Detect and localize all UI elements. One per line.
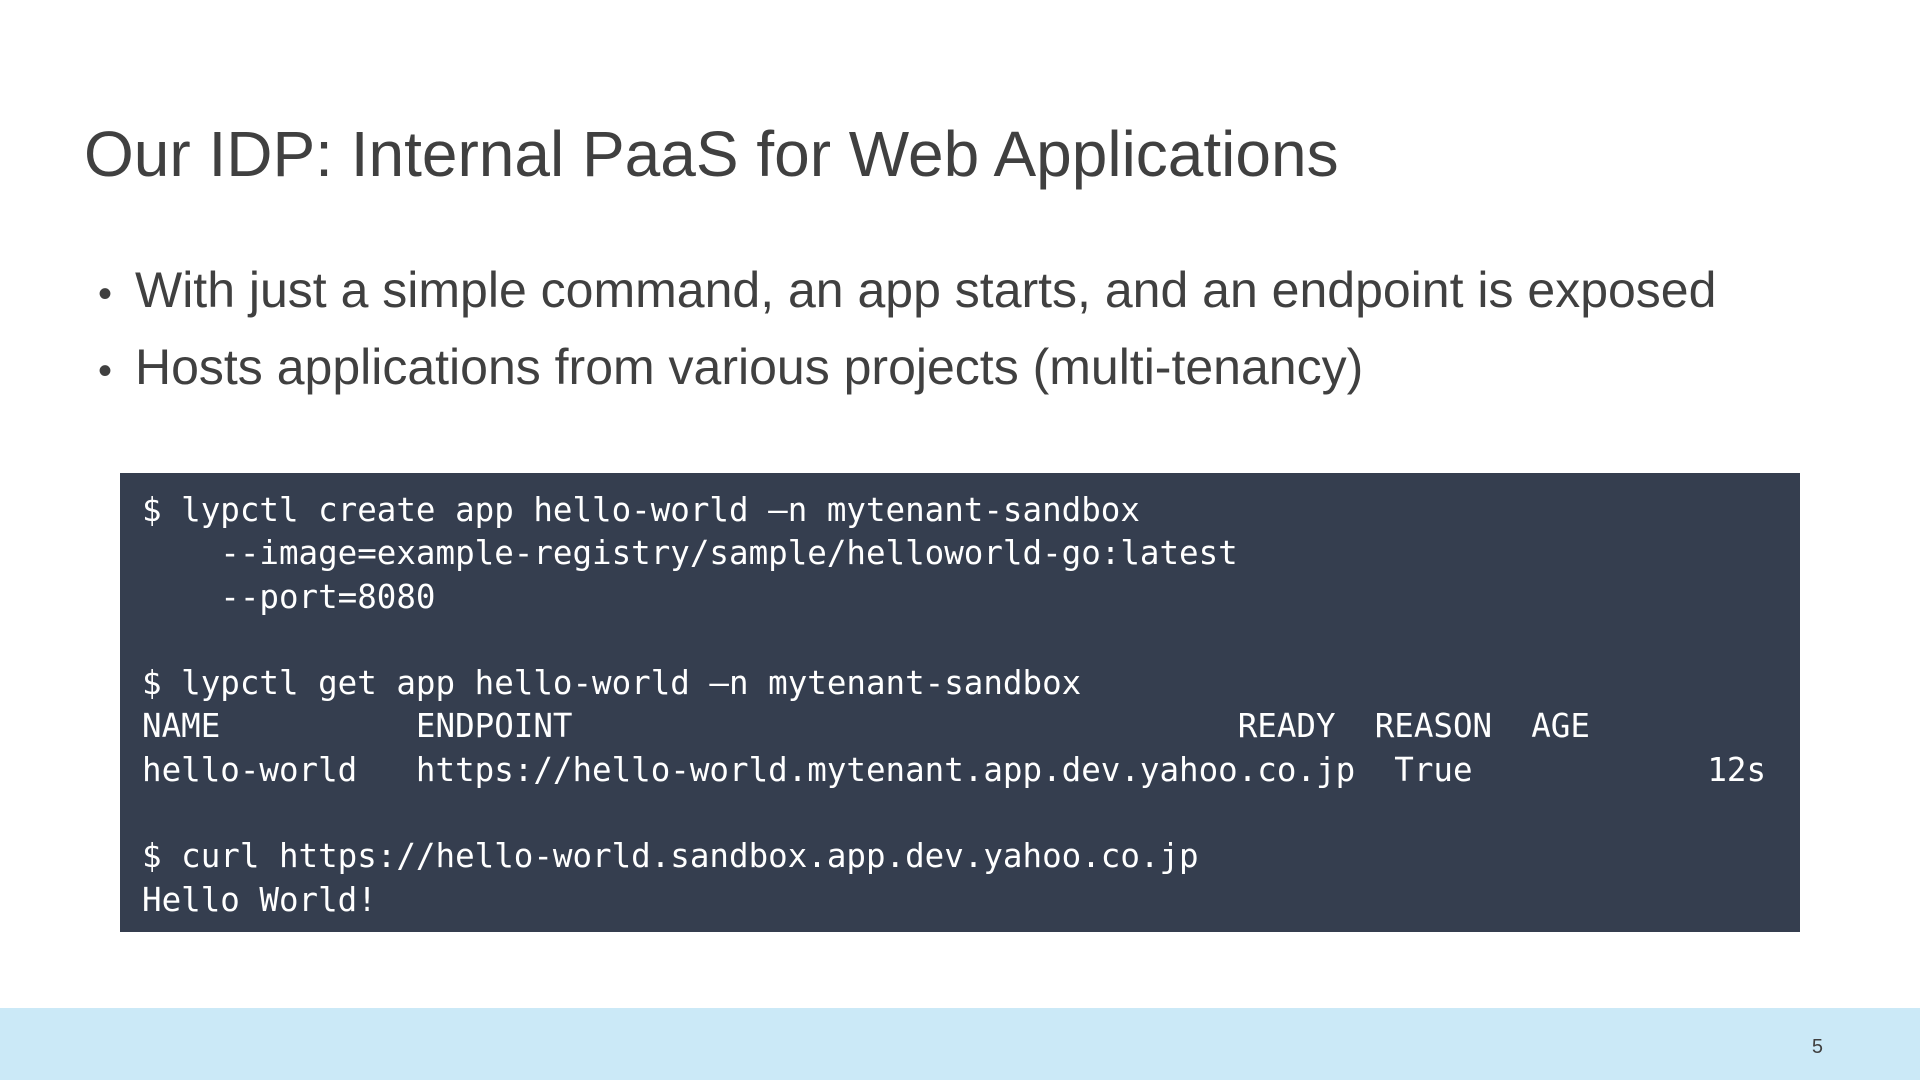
bullet-dot-icon: • bbox=[98, 349, 113, 393]
code-line bbox=[142, 792, 1778, 835]
code-line: $ lypctl get app hello-world –n mytenant… bbox=[142, 664, 1082, 703]
bullet-item: • With just a simple command, an app sta… bbox=[98, 254, 1716, 331]
code-line: $ lypctl create app hello-world –n myten… bbox=[142, 491, 1140, 529]
bullet-list: • With just a simple command, an app sta… bbox=[98, 254, 1716, 408]
bullet-item: • Hosts applications from various projec… bbox=[98, 331, 1716, 408]
slide-title: Our IDP: Internal PaaS for Web Applicati… bbox=[84, 118, 1339, 190]
footer-band: 5 bbox=[0, 1008, 1920, 1080]
code-line: NAME ENDPOINT READY REASON AGE bbox=[142, 707, 1590, 746]
bullet-dot-icon: • bbox=[98, 272, 113, 316]
code-line: hello-world https://hello-world.mytenant… bbox=[142, 750, 1767, 789]
code-line: $ curl https://hello-world.sandbox.app.d… bbox=[142, 837, 1199, 876]
code-block: $ lypctl create app hello-world –n myten… bbox=[120, 473, 1800, 932]
code-line: Hello World! bbox=[142, 880, 377, 919]
page-number: 5 bbox=[1811, 1036, 1823, 1058]
code-line: --port=8080 bbox=[142, 577, 436, 616]
bullet-text: With just a simple command, an app start… bbox=[135, 262, 1717, 318]
bullet-text: Hosts applications from various projects… bbox=[135, 339, 1364, 395]
code-line: --image=example-registry/sample/hellowor… bbox=[142, 534, 1238, 573]
code-line bbox=[142, 619, 1778, 662]
